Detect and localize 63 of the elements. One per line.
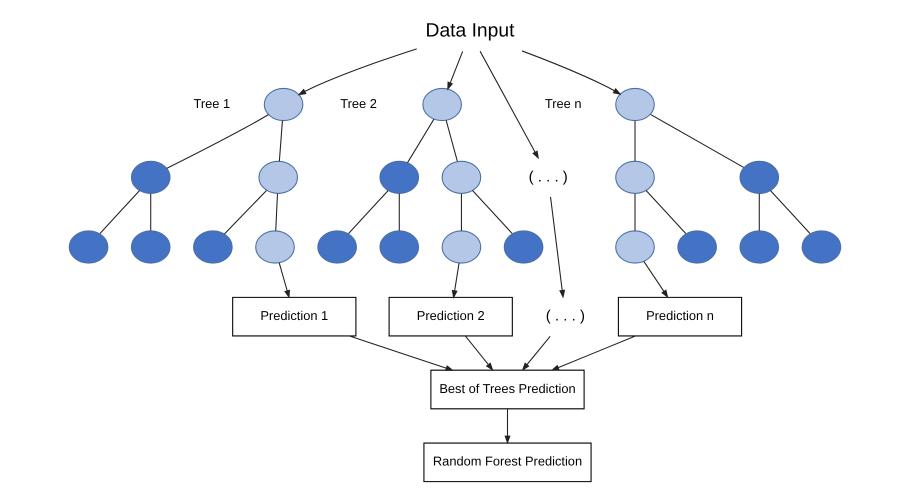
arrow bbox=[451, 262, 460, 299]
label: Tree 2 bbox=[340, 96, 376, 111]
connector bbox=[634, 120, 636, 161]
node-text: ( . . . ) bbox=[528, 168, 568, 186]
node-circle bbox=[378, 230, 419, 264]
connector bbox=[645, 190, 686, 234]
label: Tree n bbox=[544, 96, 582, 111]
connector bbox=[224, 190, 266, 234]
node-circle bbox=[738, 160, 779, 194]
node-circle bbox=[254, 230, 294, 264]
connector bbox=[166, 114, 268, 169]
connector bbox=[650, 114, 744, 168]
node-circle bbox=[68, 230, 108, 264]
node-circle bbox=[614, 88, 654, 122]
node-circle bbox=[263, 88, 303, 122]
node-circle bbox=[422, 88, 462, 122]
arrow bbox=[550, 336, 635, 371]
arrow bbox=[642, 261, 668, 298]
connector bbox=[758, 194, 760, 231]
connector bbox=[99, 190, 140, 234]
node-circle bbox=[801, 230, 841, 264]
node-circle bbox=[614, 230, 654, 264]
connector bbox=[150, 194, 151, 231]
connector bbox=[460, 194, 462, 231]
node-circle bbox=[130, 230, 170, 264]
arrow bbox=[297, 48, 416, 96]
arrow bbox=[479, 50, 538, 160]
node-circle bbox=[614, 160, 654, 194]
node-box: Prediction 2 bbox=[388, 296, 512, 336]
node-circle bbox=[738, 230, 779, 264]
connector bbox=[472, 190, 512, 234]
connector bbox=[445, 120, 458, 162]
node-box: Prediction n bbox=[617, 296, 742, 336]
arrow bbox=[464, 336, 493, 371]
connector bbox=[770, 190, 810, 234]
node-text: ( . . . ) bbox=[545, 308, 584, 325]
connector bbox=[398, 194, 400, 231]
node-circle bbox=[441, 230, 481, 264]
node-circle bbox=[258, 160, 298, 194]
node-circle bbox=[676, 230, 716, 264]
arrow bbox=[521, 336, 550, 371]
label: Tree 1 bbox=[192, 96, 230, 111]
connector bbox=[406, 118, 434, 163]
arrow bbox=[446, 51, 463, 90]
node-circle bbox=[130, 160, 170, 194]
node-circle bbox=[441, 160, 481, 194]
node-circle bbox=[316, 230, 356, 264]
connector bbox=[278, 120, 282, 162]
connector bbox=[634, 194, 636, 231]
connector bbox=[348, 190, 388, 234]
node-box: Random Forest Prediction bbox=[422, 442, 592, 482]
node-circle bbox=[192, 230, 232, 264]
node-circle bbox=[378, 160, 419, 194]
node-box: Best of Trees Prediction bbox=[430, 370, 584, 410]
arrow bbox=[348, 336, 454, 371]
node-text: Data Input bbox=[425, 20, 514, 42]
node-box: Prediction 1 bbox=[232, 296, 356, 336]
arrow bbox=[550, 196, 565, 299]
connector bbox=[274, 194, 278, 231]
arrow bbox=[504, 409, 510, 444]
arrow bbox=[521, 50, 621, 95]
arrow bbox=[278, 262, 290, 299]
node-circle bbox=[503, 230, 543, 264]
